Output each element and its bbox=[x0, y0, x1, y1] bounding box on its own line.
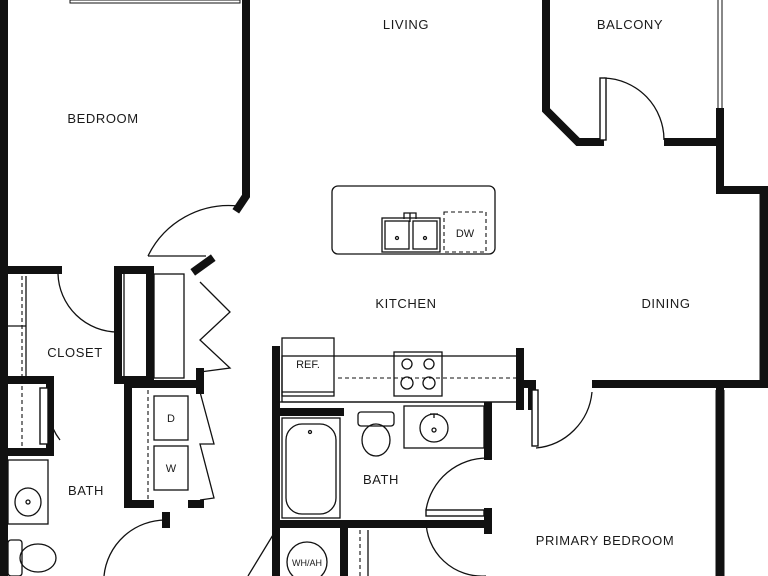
water-heater-label: WH/AH bbox=[292, 558, 322, 568]
dryer bbox=[153, 395, 189, 441]
kitchen-island bbox=[331, 185, 496, 255]
left-toilet-tank bbox=[7, 539, 23, 576]
room-label-kitchen: KITCHEN bbox=[375, 296, 436, 311]
wall-closet-chamfer bbox=[190, 254, 216, 276]
burner-3 bbox=[400, 376, 414, 390]
room-label-primary-bedroom: PRIMARY BEDROOM bbox=[536, 533, 675, 548]
room-label-living: LIVING bbox=[383, 17, 429, 32]
door-linen-bifold[interactable] bbox=[199, 281, 232, 373]
center-vanity bbox=[403, 405, 485, 449]
door-closet[interactable] bbox=[57, 273, 119, 333]
wall-bedroom-right bbox=[232, 0, 250, 214]
door-bedroom[interactable] bbox=[147, 204, 239, 257]
burner-1 bbox=[401, 358, 413, 370]
door-primary-closet-2[interactable] bbox=[425, 519, 486, 576]
washer bbox=[153, 445, 189, 491]
toilet-bowl bbox=[361, 423, 391, 457]
bathtub-basin bbox=[285, 423, 337, 515]
laundry-fixtures: D W bbox=[147, 390, 189, 500]
window-balcony-right bbox=[717, 0, 723, 112]
sink-drain-left bbox=[394, 235, 400, 241]
refrigerator bbox=[281, 337, 335, 397]
sink-faucet bbox=[403, 212, 417, 222]
room-label-bath-center: BATH bbox=[363, 472, 399, 487]
window-dining-right bbox=[759, 194, 768, 380]
door-primary[interactable] bbox=[535, 391, 593, 449]
center-bath-fixtures: WH/AH bbox=[281, 405, 485, 576]
room-label-bedroom: BEDROOM bbox=[67, 111, 138, 126]
door-balcony[interactable] bbox=[603, 77, 665, 141]
door-left-bath-leaf bbox=[39, 387, 49, 445]
burner-4 bbox=[422, 376, 436, 390]
burner-2 bbox=[423, 358, 435, 370]
left-vanity bbox=[7, 459, 49, 525]
washer-label: W bbox=[166, 463, 177, 475]
range bbox=[393, 351, 443, 397]
water-heater bbox=[286, 541, 328, 576]
kitchen-fixtures: DW REF. bbox=[276, 185, 521, 403]
toilet-tank bbox=[357, 411, 395, 427]
dryer-label: D bbox=[167, 413, 175, 425]
door-primary-closet-leaf bbox=[425, 509, 485, 517]
dishwasher-label: DW bbox=[456, 228, 475, 240]
room-label-closet: CLOSET bbox=[47, 345, 103, 360]
island-sink-bowl-right bbox=[412, 220, 438, 250]
door-center-bath[interactable] bbox=[247, 529, 277, 576]
center-sink-drain bbox=[431, 427, 437, 433]
island-sink bbox=[381, 217, 441, 253]
wall-balcony-left bbox=[542, 0, 604, 146]
room-label-dining: DINING bbox=[641, 296, 690, 311]
linen-shelves bbox=[153, 273, 185, 379]
bathtub bbox=[281, 417, 341, 519]
sink-drain-right bbox=[422, 235, 428, 241]
left-sink-drain bbox=[25, 499, 31, 505]
room-label-bath-left: BATH bbox=[68, 483, 104, 498]
wall-balcony-right bbox=[716, 108, 768, 194]
room-labels: LIVING BALCONY BEDROOM KITCHEN DINING CL… bbox=[47, 17, 690, 548]
left-bath-fixtures bbox=[7, 459, 57, 576]
door-laundry-bifold[interactable] bbox=[199, 391, 215, 501]
left-toilet-bowl bbox=[19, 543, 57, 573]
island-sink-bowl-left bbox=[384, 220, 410, 250]
dishwasher bbox=[443, 211, 487, 253]
windows bbox=[69, 0, 768, 576]
left-sink bbox=[14, 487, 42, 517]
wall-laundry-left bbox=[124, 380, 154, 508]
room-label-balcony: BALCONY bbox=[597, 17, 663, 32]
door-bath-bottom[interactable] bbox=[103, 519, 167, 576]
door-primary-leaf bbox=[531, 389, 539, 447]
door-primary-closet[interactable] bbox=[425, 457, 489, 511]
bathtub-drain bbox=[307, 429, 313, 435]
window-bedroom-top bbox=[69, 0, 241, 4]
window-primary-right bbox=[715, 390, 725, 576]
door-left-bath[interactable] bbox=[48, 389, 61, 441]
door-balcony-leaf bbox=[599, 77, 607, 141]
doors bbox=[39, 77, 665, 576]
closet-shelves bbox=[8, 273, 369, 576]
refrigerator-label: REF. bbox=[296, 359, 320, 371]
center-sink-faucet bbox=[430, 413, 438, 418]
